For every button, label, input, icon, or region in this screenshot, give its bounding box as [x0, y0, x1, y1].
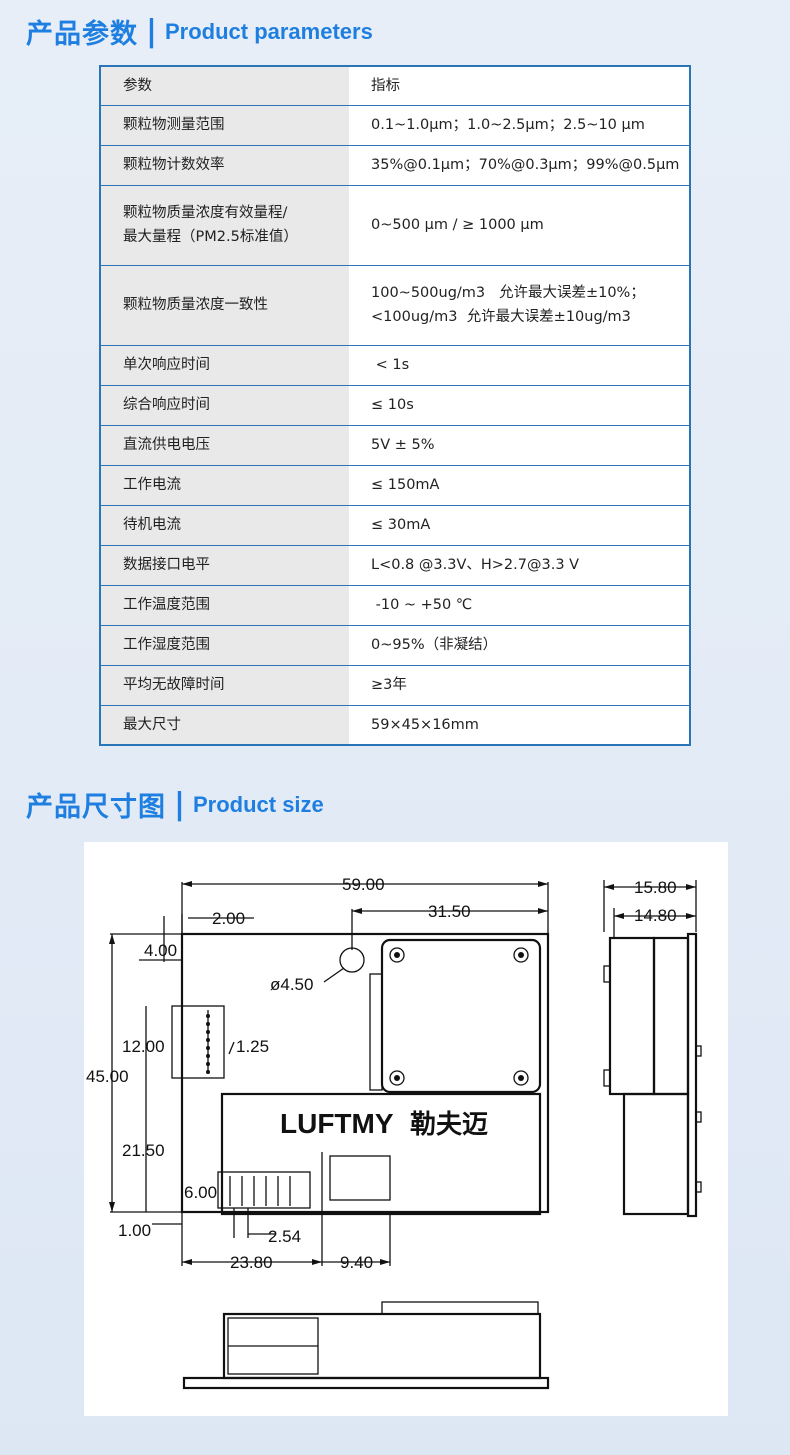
- param-row: 颗粒物质量浓度有效量程/ 最大量程（PM2.5标准值）0~500 μm / ≥ …: [100, 185, 690, 266]
- param-key: 参数: [100, 66, 349, 106]
- sensor-block: [380, 938, 542, 1094]
- section-title-size: 产品尺寸图 | Product size: [26, 785, 324, 824]
- connector: [217, 1171, 311, 1209]
- param-value: 0~500 μm / ≥ 1000 μm: [349, 185, 690, 266]
- dim-pin-len: 12.00: [122, 1037, 165, 1056]
- param-key: 颗粒物测量范围: [100, 105, 349, 146]
- param-row: 待机电流≤ 30mA: [100, 505, 690, 546]
- param-row: 工作电流≤ 150mA: [100, 465, 690, 506]
- param-value: 59×45×16mm: [349, 705, 690, 745]
- dimension-drawing: 59.00 31.50 2.00 4.00 ø4.50: [84, 842, 728, 1416]
- param-key: 平均无故障时间: [100, 665, 349, 706]
- main-body: [220, 1092, 542, 1216]
- param-row: 工作温度范围 -10 ~ +50 ℃: [100, 585, 690, 626]
- pin-header: [171, 1005, 225, 1079]
- dim-conn-w: 9.40: [340, 1253, 373, 1272]
- param-value: L<0.8 @3.3V、H>2.7@3.3 V: [349, 545, 690, 586]
- board-outline: [180, 932, 550, 1214]
- dim-bottom: 1.00: [118, 1221, 151, 1240]
- dim-lower: 21.50: [122, 1141, 165, 1160]
- param-value: < 1s: [349, 345, 690, 386]
- param-key: 颗粒物质量浓度一致性: [100, 265, 349, 346]
- dim-conn-x: 23.80: [230, 1253, 273, 1272]
- dim-hole-off: 4.00: [144, 941, 177, 960]
- section-title-cn: 产品尺寸图: [26, 792, 166, 823]
- section-title-parameters: 产品参数 | Product parameters: [26, 12, 373, 51]
- dim-pitch: 2.54: [268, 1227, 301, 1246]
- dim-height: 45.00: [86, 1067, 129, 1086]
- dim-conn-h: 6.00: [184, 1183, 217, 1202]
- param-key: 最大尺寸: [100, 705, 349, 745]
- param-value: 35%@0.1μm；70%@0.3μm；99%@0.5μm: [349, 145, 690, 186]
- dim-top-off: 2.00: [212, 909, 245, 928]
- param-key: 工作湿度范围: [100, 625, 349, 666]
- brand-logo: LUFTMY: [280, 1108, 394, 1139]
- param-key: 综合响应时间: [100, 385, 349, 426]
- param-value: -10 ~ +50 ℃: [349, 585, 690, 626]
- mounting-hole: [339, 947, 365, 973]
- param-key: 单次响应时间: [100, 345, 349, 386]
- section-title-cn: 产品参数: [26, 19, 138, 50]
- brand-logo-cn: 勒夫迈: [410, 1110, 488, 1140]
- section-title-en: Product parameters: [164, 18, 373, 44]
- dim-pitch-small: 1.25: [236, 1037, 269, 1056]
- param-value: 0.1~1.0μm；1.0~2.5μm；2.5~10 μm: [349, 105, 690, 146]
- section-title-en: Product size: [192, 791, 324, 817]
- side-board: [686, 932, 698, 1218]
- side-sensor: [608, 936, 656, 1096]
- param-value: ≤ 10s: [349, 385, 690, 426]
- param-key: 颗粒物计数效率: [100, 145, 349, 186]
- param-row: 参数指标: [100, 66, 690, 106]
- param-value: ≤ 30mA: [349, 505, 690, 546]
- param-key: 待机电流: [100, 505, 349, 546]
- param-value: 指标: [349, 66, 690, 106]
- dim-offset: 31.50: [428, 902, 471, 921]
- param-row: 单次响应时间 < 1s: [100, 345, 690, 386]
- param-value: 100~500ug/m3 允许最大误差±10%； <100ug/m3 允许最大误…: [349, 265, 690, 346]
- param-row: 平均无故障时间≥3年: [100, 665, 690, 706]
- param-value: 5V ± 5%: [349, 425, 690, 466]
- section-title-divider: |: [174, 787, 185, 822]
- bottom-board: [182, 1376, 550, 1390]
- dim-hole-dia: ø4.50: [270, 975, 313, 994]
- param-key: 颗粒物质量浓度有效量程/ 最大量程（PM2.5标准值）: [100, 185, 349, 266]
- section-title-divider: |: [146, 14, 157, 49]
- param-key: 直流供电电压: [100, 425, 349, 466]
- dim-depth2: 14.80: [634, 906, 677, 925]
- dimension-drawing-svg: 59.00 31.50 2.00 4.00 ø4.50: [86, 875, 702, 1390]
- param-value: ≥3年: [349, 665, 690, 706]
- param-key: 工作电流: [100, 465, 349, 506]
- dim-width: 59.00: [342, 875, 385, 894]
- param-key: 数据接口电平: [100, 545, 349, 586]
- param-value: ≤ 150mA: [349, 465, 690, 506]
- param-value: 0~95%（非凝结）: [349, 625, 690, 666]
- param-key: 工作温度范围: [100, 585, 349, 626]
- param-row: 综合响应时间≤ 10s: [100, 385, 690, 426]
- dim-depth: 15.80: [634, 878, 677, 897]
